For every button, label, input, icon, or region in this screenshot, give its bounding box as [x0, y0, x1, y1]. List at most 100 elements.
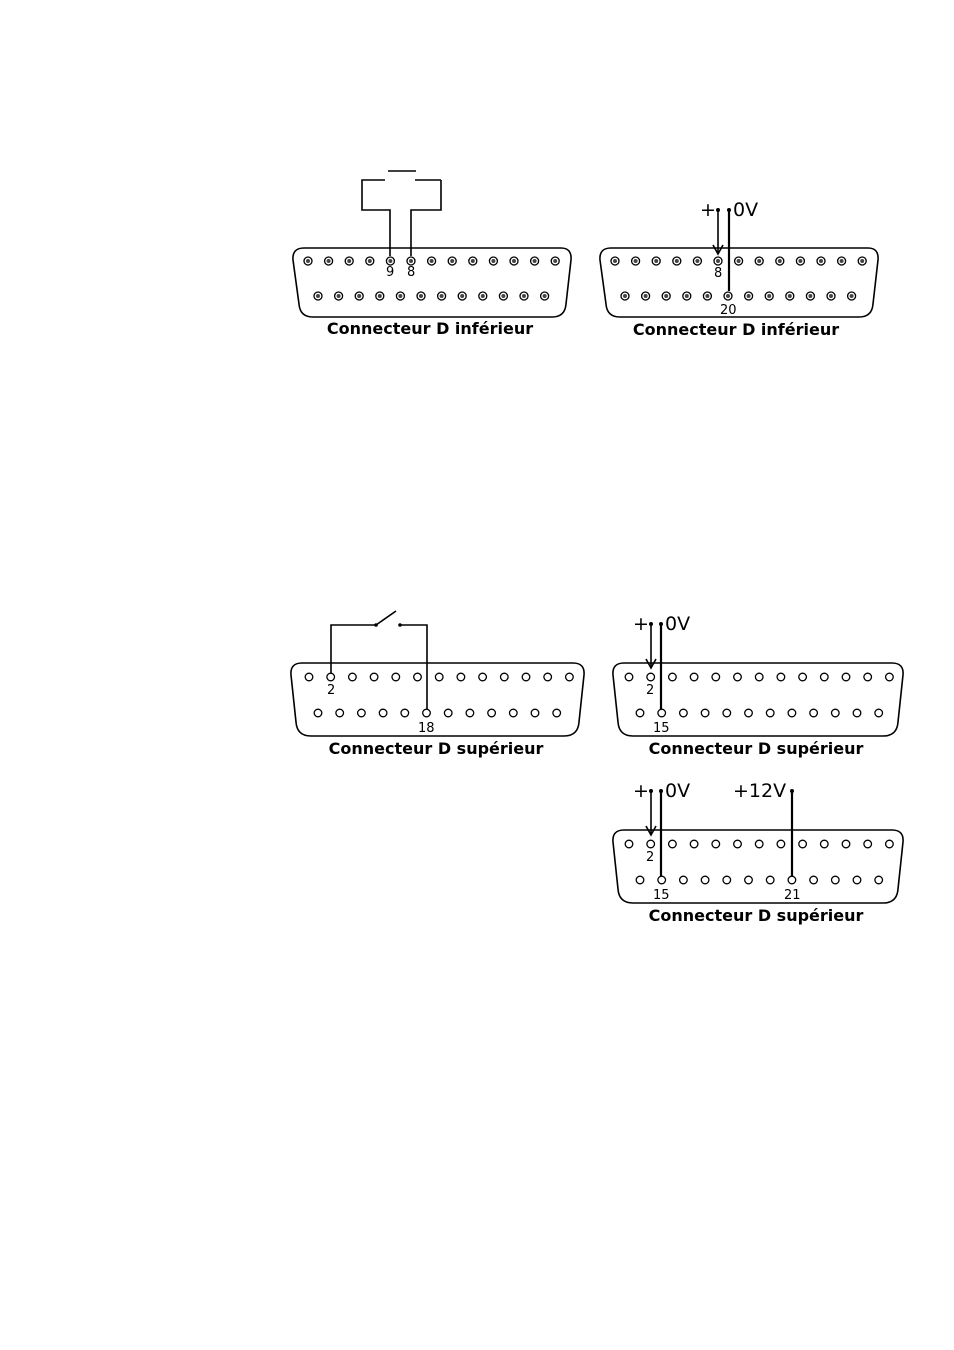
arrow-head: [712, 244, 724, 256]
connector-pin-core: [460, 294, 465, 298]
connector-pin: [754, 672, 764, 682]
connector-pin: [487, 708, 497, 718]
connector-pin-core: [736, 259, 741, 263]
diagram-1-push-button-lower-connector: 9 8 Connecteur D inférieur: [292, 170, 572, 338]
connector-pin: [689, 672, 699, 682]
connector-2-shell: [599, 247, 879, 318]
connector-pin: [765, 875, 775, 885]
connector-pin-core: [501, 294, 506, 298]
pin-label-18: 18: [418, 721, 435, 736]
connector-pin: [874, 708, 884, 718]
connector-pin: [347, 672, 357, 682]
connector-pin: [884, 839, 894, 849]
connector-pin: [443, 708, 453, 718]
plus-label: +: [700, 199, 716, 221]
connector-pin: [564, 672, 574, 682]
connector-pin: [521, 672, 531, 682]
pin-label-9: 9: [386, 265, 394, 280]
connector-pin-core: [429, 259, 434, 263]
connector-pin: [841, 839, 851, 849]
connector-pin: [635, 875, 645, 885]
connector-pin: [646, 839, 656, 849]
connector-pin: [733, 839, 742, 849]
connector-pin: [530, 708, 540, 718]
connector-pin-core: [654, 259, 659, 263]
connector-pin-core: [470, 259, 475, 263]
connector-pin: [456, 672, 466, 682]
pin-label-21: 21: [784, 888, 801, 903]
connector-pin: [508, 708, 518, 718]
pin-label-8: 8: [714, 266, 722, 281]
connector-pin: [711, 672, 721, 682]
connector-title: Connecteur D inférieur: [327, 319, 533, 338]
switch-contact: [374, 623, 378, 627]
zero-v-label: 0V: [665, 780, 690, 802]
connector-1-shell: [292, 247, 572, 318]
connector-pin: [635, 708, 645, 718]
connector-pin: [798, 839, 808, 849]
connector-pin: [809, 708, 819, 718]
connector-title: Connecteur D inférieur: [633, 320, 839, 339]
connector-pin: [852, 875, 862, 885]
connector-pin-core: [480, 294, 485, 298]
connector-pin-core: [849, 294, 854, 298]
connector-pin: [754, 839, 764, 849]
zero-v-label: 0V: [665, 613, 690, 635]
connector-pin-core: [808, 294, 813, 298]
connector-pin-core: [367, 259, 372, 263]
connector-pin: [863, 672, 873, 682]
connector-pin-core: [777, 259, 782, 263]
connector-pin: [711, 839, 721, 849]
connector-pin-core: [357, 294, 362, 298]
connector-pin: [624, 839, 634, 849]
connector-pin: [798, 672, 808, 682]
connector-pin-core: [613, 259, 617, 263]
connector-2-pins: [610, 256, 867, 301]
connector-pin: [369, 672, 379, 682]
connector-pin-core: [829, 294, 833, 298]
connector-pin-core: [767, 294, 772, 298]
connector-pin-core: [695, 259, 700, 263]
connector-pin: [378, 708, 388, 718]
connector-pin: [863, 839, 873, 849]
connector-pin: [830, 708, 840, 718]
connector-pin-core: [705, 294, 710, 298]
connector-pin-core: [409, 259, 413, 263]
connector-1-pins: [303, 256, 560, 301]
connector-pin-core: [787, 294, 792, 298]
connector-pin: [646, 672, 656, 682]
connector-pin: [700, 875, 710, 885]
connector-title: Connecteur D supérieur: [329, 739, 544, 758]
connector-pin: [722, 708, 732, 718]
connector-pin-core: [746, 294, 751, 298]
connector-pin: [852, 708, 862, 718]
connector-pin-core: [439, 294, 444, 298]
pin-label-20: 20: [720, 303, 737, 318]
connector-pin-core: [326, 259, 331, 263]
connector-pin-core: [316, 294, 320, 298]
connector-3-shell: [290, 662, 585, 737]
connector-pin-core: [684, 294, 689, 298]
connector-pin-core: [643, 294, 648, 298]
connector-pin-core: [716, 259, 720, 263]
arrow-head: [645, 825, 657, 837]
pin-label-2: 2: [327, 683, 335, 698]
diagram-4-voltage-upper-connector: + 0V 2 15 Connecteur D supérieur: [612, 613, 904, 758]
connector-pin: [733, 672, 742, 682]
connector-pin: [787, 708, 797, 718]
connector-pin-core: [522, 294, 526, 298]
connector-pin: [667, 839, 677, 849]
pin-label-15: 15: [653, 721, 670, 736]
connector-title: Connecteur D supérieur: [649, 906, 864, 925]
terminal-dot: [727, 208, 731, 212]
connector-pin: [657, 875, 667, 885]
connector-pin-core: [491, 259, 496, 263]
connector-pin: [830, 875, 840, 885]
pin-label-8: 8: [407, 265, 415, 280]
connector-pin-core: [553, 259, 558, 263]
connector-pin: [667, 672, 677, 682]
plus-label: +: [633, 613, 649, 635]
connector-pin: [776, 839, 786, 849]
connector-pin-core: [347, 259, 352, 263]
connector-pin: [657, 708, 667, 718]
